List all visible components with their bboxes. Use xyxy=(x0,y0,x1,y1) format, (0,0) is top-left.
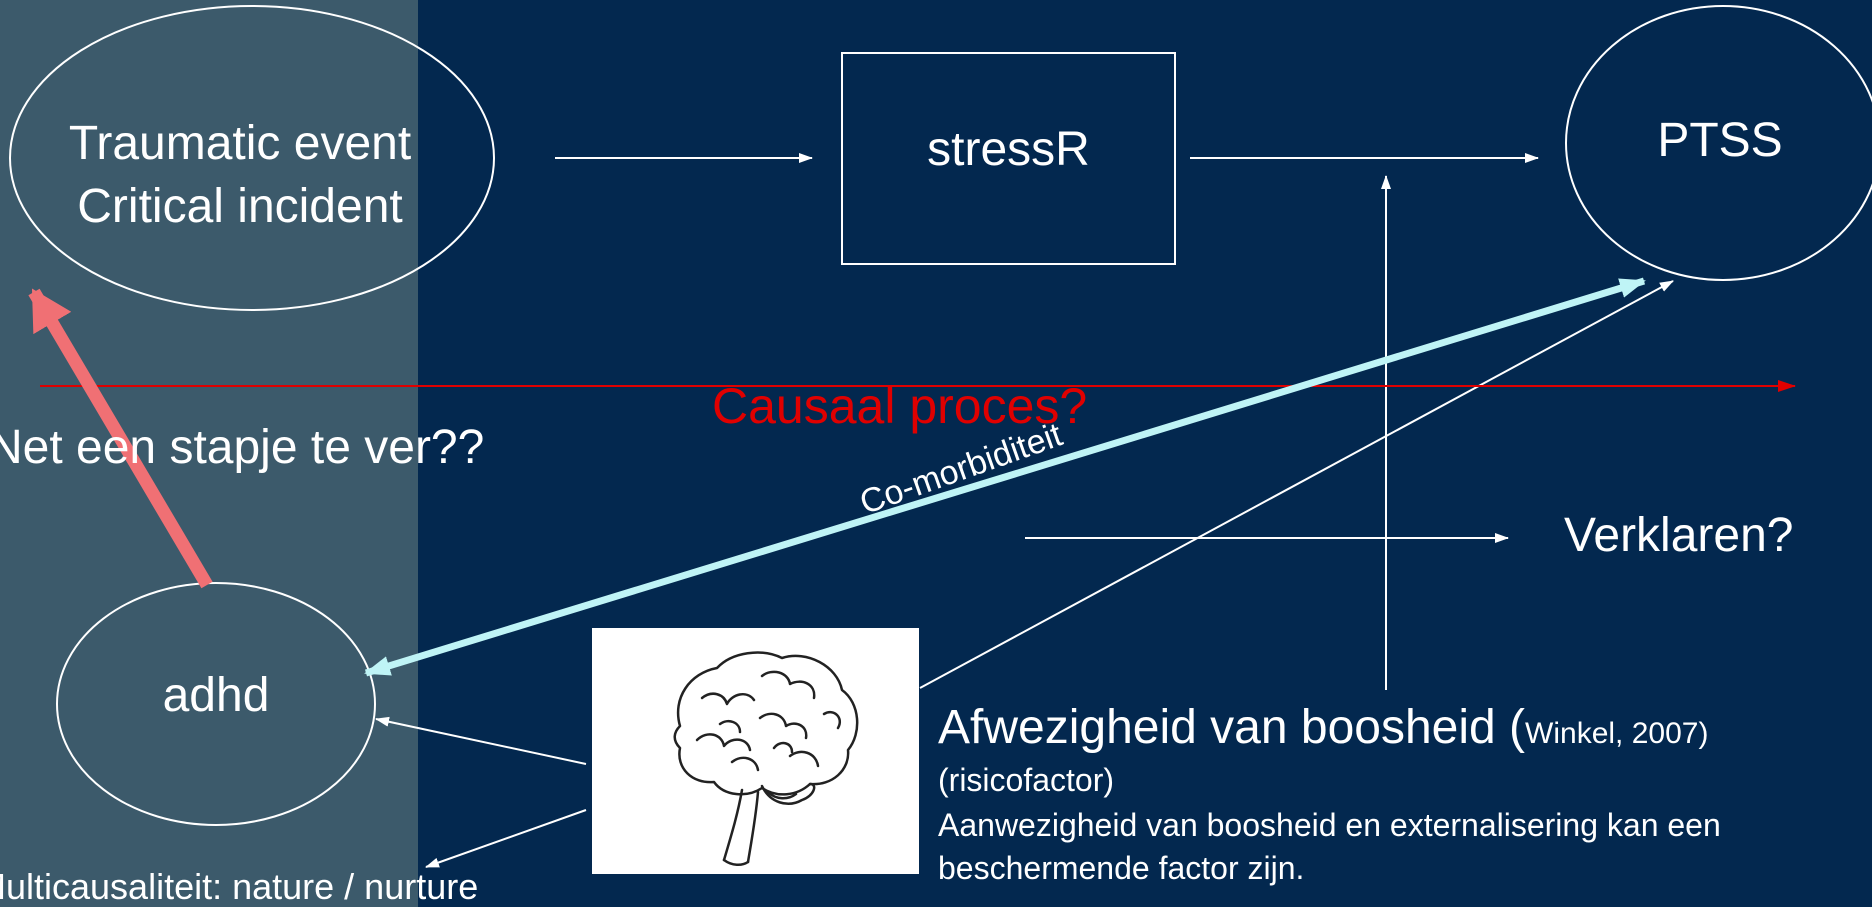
arrow-brain-to-nurture xyxy=(425,809,587,868)
traumatic-event-label: Traumatic event Critical incident xyxy=(40,116,440,234)
net-een-stapje-label: Net een stapje te ver?? xyxy=(0,421,485,474)
traumatic-event-node xyxy=(9,5,495,311)
adhd-node xyxy=(56,582,376,826)
risk-factor-heading: Afwezigheid van boosheid (Winkel, 2007) xyxy=(938,700,1708,755)
comorbidity-arrow xyxy=(364,277,1646,677)
stressr-label: stressR xyxy=(927,123,1090,176)
ptss-node xyxy=(1565,5,1872,281)
verklaren-label: Verklaren? xyxy=(1564,509,1794,562)
adhd-to-event-arrow xyxy=(28,288,213,589)
protective-factor-line2: beschermende factor zijn. xyxy=(938,850,1305,886)
arrow-brain-to-adhd xyxy=(375,716,587,765)
risk-factor-citation: Winkel, 2007) xyxy=(1525,717,1709,750)
left-panel xyxy=(0,0,418,907)
brain-image xyxy=(592,628,919,874)
multicausaliteit-label: Multicausaliteit: nature / nurture xyxy=(0,866,479,907)
traumatic-event-line1: Traumatic event xyxy=(68,117,412,170)
stressr-node xyxy=(841,52,1176,265)
brain-icon xyxy=(673,651,859,866)
risicofactor-label: (risicofactor) xyxy=(938,762,1115,798)
arrow-brain-to-ptss xyxy=(919,280,1674,689)
traumatic-event-line2: Critical incident xyxy=(77,180,403,234)
risk-factor-main: Afwezigheid van boosheid ( xyxy=(938,701,1526,754)
adhd-label: adhd xyxy=(162,669,270,722)
protective-factor-line1: Aanwezigheid van boosheid en externalise… xyxy=(938,807,1721,843)
ptss-label: PTSS xyxy=(1657,114,1783,167)
causaal-proces-label: Causaal proces? xyxy=(712,378,1088,434)
